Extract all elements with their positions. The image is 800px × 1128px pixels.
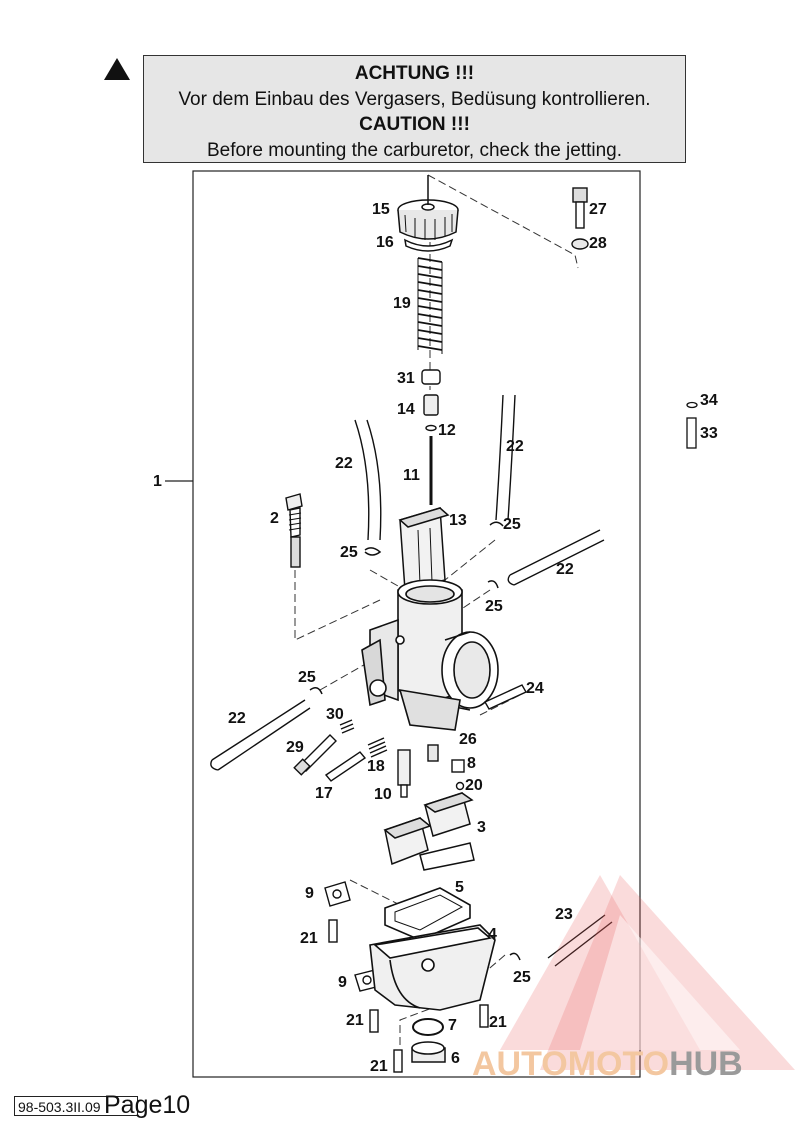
label-25c: 25 [485,598,503,615]
jets [397,744,465,798]
label-18: 18 [367,758,385,775]
drain-plug [411,1041,446,1063]
label-23: 23 [555,906,573,923]
label-24: 24 [526,680,544,697]
label-28: 28 [589,235,607,252]
o-ring [412,1018,444,1036]
label-2: 2 [270,510,279,527]
watermark-text-auto: AUTOMOTO [472,1045,670,1083]
bowl-screws [328,919,489,1073]
label-31: 31 [397,370,415,387]
label-34: 34 [700,392,718,409]
part-labels: 1 2 3 4 5 6 7 8 9 9 10 11 12 13 14 15 16… [153,201,718,1075]
caution-text-de: Vor dem Einbau des Vergasers, Bedüsung k… [178,88,651,110]
label-29: 29 [286,739,304,756]
label-22d: 22 [228,710,246,727]
label-15: 15 [372,201,390,218]
label-33: 33 [700,425,718,442]
watermark-text: AUTOMOTOHUB [472,1045,743,1084]
label-16: 16 [376,234,394,251]
air-screws [293,719,388,782]
label-9a: 9 [305,885,314,902]
warning-triangle-icon [104,58,130,80]
needle-parts [421,369,441,505]
label-5: 5 [455,879,464,896]
label-6: 6 [451,1050,460,1067]
label-21d: 21 [370,1058,388,1075]
spring [417,257,443,354]
caution-text-en: Before mounting the carburetor, check th… [206,139,623,161]
idle-screw [285,493,303,568]
choke-rod [484,684,527,710]
label-25e: 25 [513,969,531,986]
page-number: Page10 [104,1091,191,1119]
label-25b: 25 [503,516,521,533]
label-1: 1 [153,473,162,490]
automotohub-logo-icon [500,875,795,1070]
assembly-lines [294,174,579,1045]
assembly-frame [192,170,641,1078]
carburetor-body [361,579,499,731]
document-code: 98-503.3II.09 [14,1096,138,1116]
cable-adjuster [571,187,589,250]
label-27: 27 [589,201,607,218]
label-19: 19 [393,295,411,312]
float-bowl [369,924,496,1011]
label-7: 7 [448,1017,457,1034]
label-21c: 21 [489,1014,507,1031]
label-13: 13 [449,512,467,529]
label-25a: 25 [340,544,358,561]
label-8: 8 [467,755,476,772]
label-25d: 25 [298,669,316,686]
label-4: 4 [488,926,497,943]
float [383,792,475,871]
watermark-text-hub: HUB [669,1045,743,1083]
label-12: 12 [438,422,456,439]
label-22b: 22 [506,438,524,455]
label-14: 14 [397,401,415,418]
label-21a: 21 [300,930,318,947]
vent-hoses [210,394,613,967]
caution-box: ACHTUNG !!! Vor dem Einbau des Vergasers… [143,55,686,163]
caution-title-en: CAUTION !!! [359,114,470,135]
hose-clips [309,521,521,961]
top-cap [397,175,459,252]
throttle-slide [398,507,450,591]
label-3: 3 [477,819,486,836]
label-10: 10 [374,786,392,803]
label-22c: 22 [556,561,574,578]
float-bowl-gasket [384,887,471,941]
label-30: 30 [326,706,344,723]
label-11: 11 [403,467,420,484]
caution-title-de: ACHTUNG !!! [354,63,475,84]
label-20: 20 [465,777,483,794]
spare-jet [686,401,698,449]
label-9b: 9 [338,974,347,991]
label-22a: 22 [335,455,353,472]
label-17: 17 [315,785,333,802]
label-26: 26 [459,731,477,748]
label-21b: 21 [346,1012,364,1029]
